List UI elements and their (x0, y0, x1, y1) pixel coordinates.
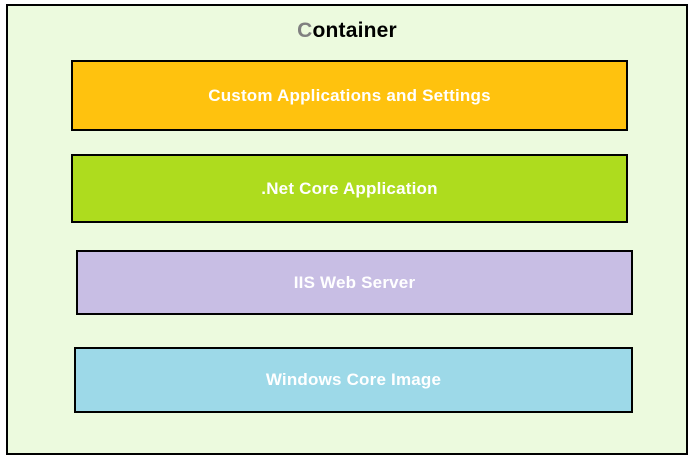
layer-label: Windows Core Image (265, 370, 442, 389)
layer-custom-applications-and-settings: Custom Applications and Settings (71, 60, 628, 131)
layer-label: Custom Applications and Settings (208, 85, 491, 105)
container-boundary: Container Custom Applications and Settin… (6, 4, 688, 455)
page-title-rest: ontainer (312, 19, 397, 42)
layer-label: .Net Core Application (261, 178, 438, 198)
layer-label: IIS Web Server (293, 272, 416, 292)
page-title: Container (8, 20, 686, 41)
page-title-initial: C (297, 19, 313, 42)
layer-dotnet-core-application: .Net Core Application (71, 154, 628, 223)
layer-windows-core-image: Windows Core Image (74, 347, 633, 413)
layer-iis-web-server: IIS Web Server (76, 250, 633, 315)
